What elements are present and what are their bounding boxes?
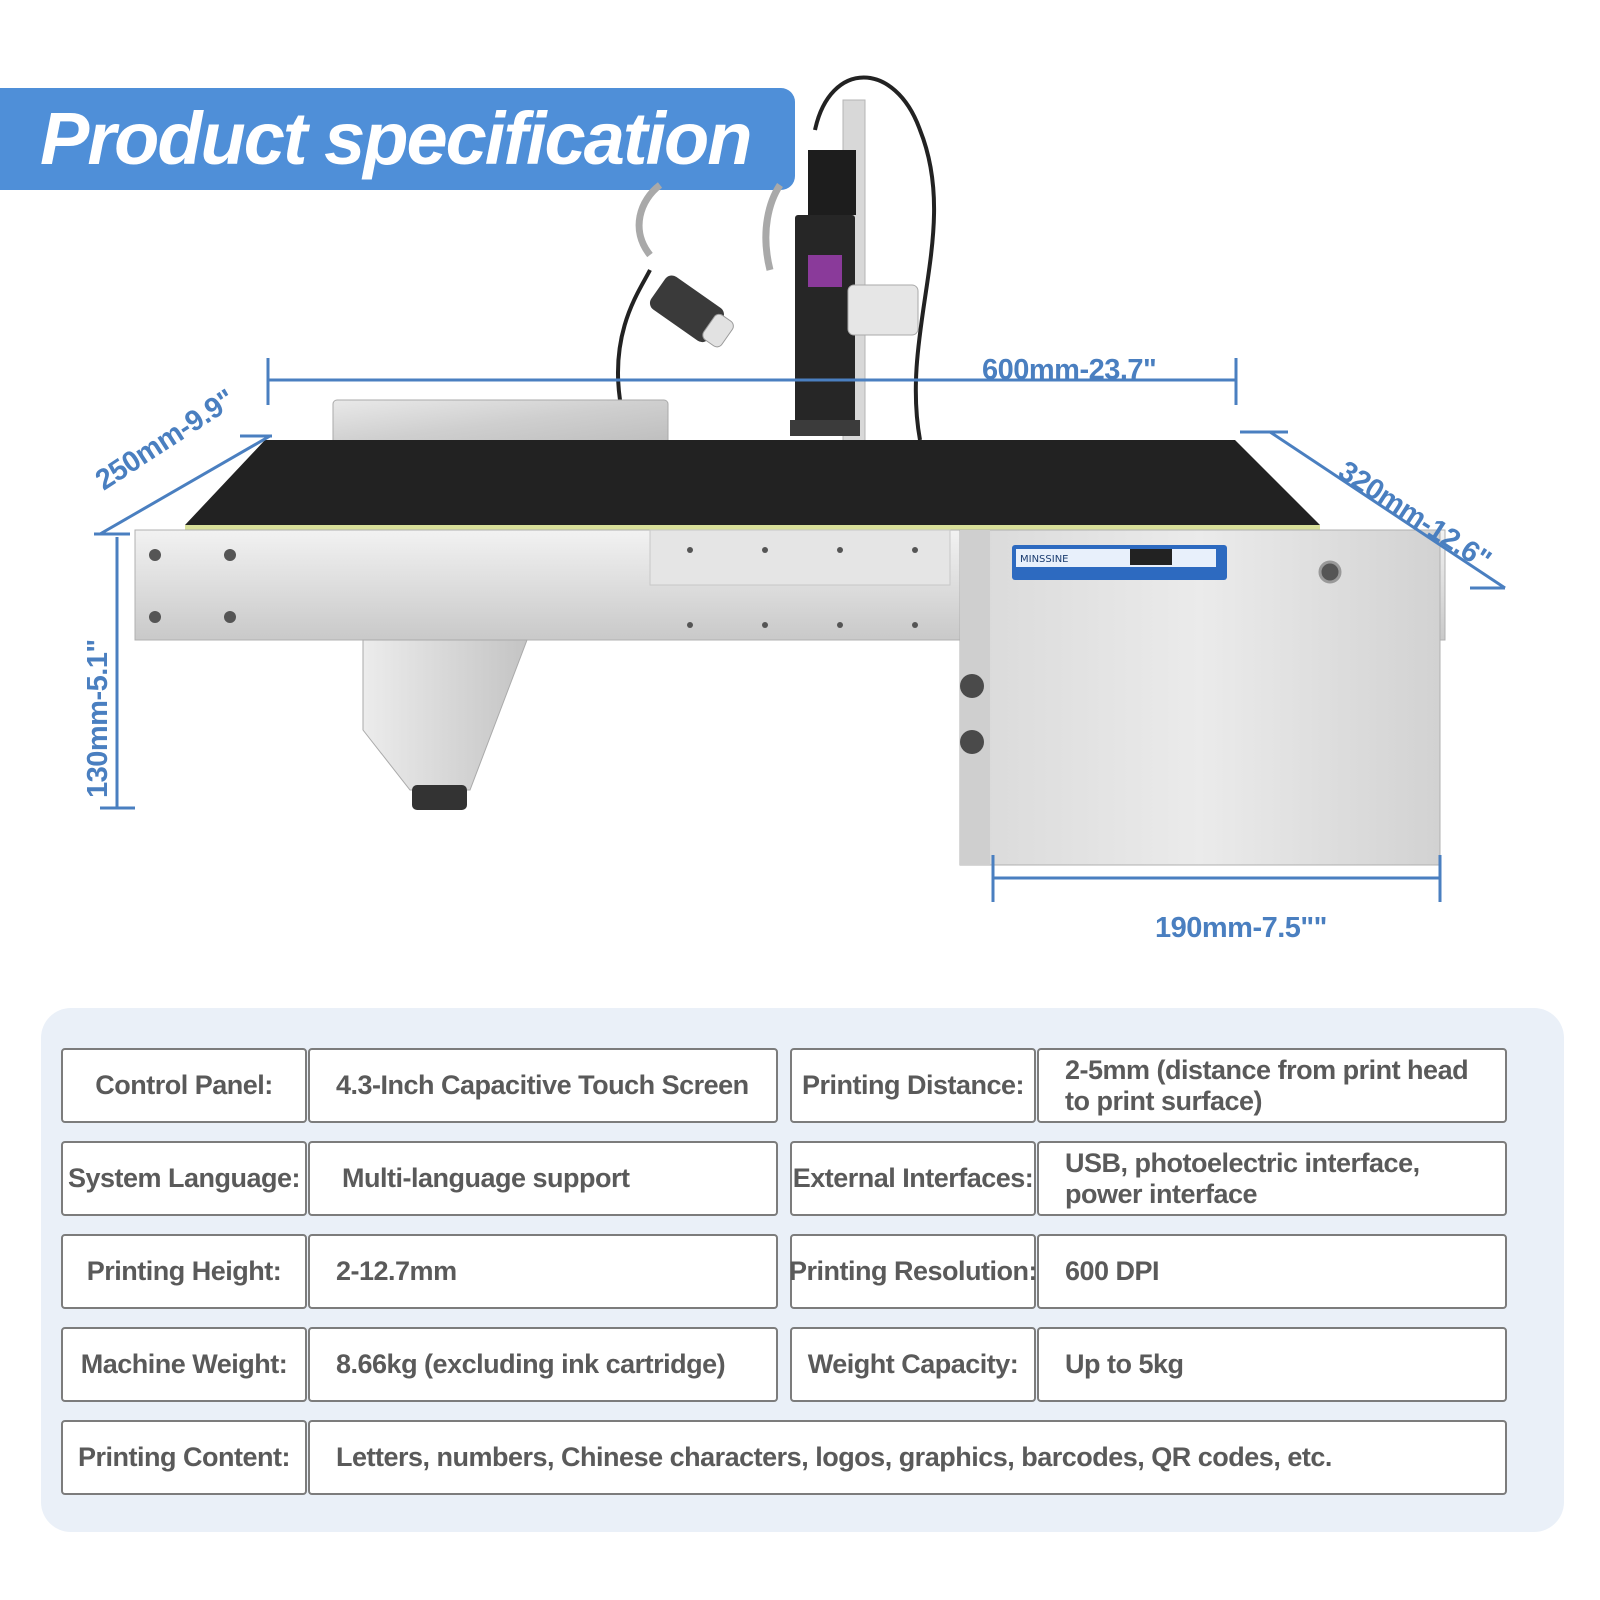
- spec-value: Up to 5kg: [1037, 1327, 1507, 1402]
- spec-value: Letters, numbers, Chinese characters, lo…: [308, 1420, 1507, 1495]
- dimension-height-label: 130mm-5.1": [82, 639, 114, 798]
- spec-label: Printing Height:: [61, 1234, 307, 1309]
- port-connector: [960, 674, 984, 698]
- spec-value: 600 DPI: [1037, 1234, 1507, 1309]
- spec-label: Machine Weight:: [61, 1327, 307, 1402]
- spec-value: Multi-language support: [308, 1141, 778, 1216]
- product-image: MINSSINE: [94, 75, 1506, 902]
- foot: [412, 785, 467, 810]
- support-leg: [362, 639, 528, 791]
- dim-line-depth: [1269, 430, 1506, 590]
- spec-label: Printing Distance:: [790, 1048, 1036, 1123]
- touch-screen: MINSSINE: [1012, 545, 1227, 580]
- print-head: [795, 215, 855, 425]
- spec-value: 2-12.7mm: [308, 1234, 778, 1309]
- dimension-length-label: 600mm-23.7": [982, 354, 1157, 386]
- spec-label: Weight Capacity:: [790, 1327, 1036, 1402]
- port-connector: [960, 730, 984, 754]
- control-box: [959, 529, 1441, 866]
- photo-sensor: [649, 275, 734, 348]
- back-guide: [332, 399, 669, 446]
- ink-cartridge: [808, 255, 842, 287]
- svg-text:MINSSINE: MINSSINE: [1020, 554, 1069, 565]
- cable: [813, 75, 937, 441]
- conveyor-belt: [185, 440, 1320, 525]
- gooseneck-arm: [762, 183, 783, 271]
- dimension-base-label: 190mm-7.5"": [1155, 912, 1327, 944]
- spec-label: Printing Resolution:: [789, 1234, 1038, 1309]
- title-banner: [0, 88, 795, 190]
- spec-value: 4.3-Inch Capacitive Touch Screen: [308, 1048, 778, 1123]
- power-button: [1318, 560, 1342, 584]
- cable: [616, 269, 652, 401]
- spec-value: USB, photoelectric interface, power inte…: [1037, 1141, 1507, 1216]
- print-head-cap: [808, 150, 856, 215]
- spec-label: Control Panel:: [61, 1048, 307, 1123]
- spec-label: Printing Content:: [61, 1420, 307, 1495]
- spec-label: System Language:: [61, 1141, 307, 1216]
- spec-value: 8.66kg (excluding ink cartridge): [308, 1327, 778, 1402]
- mount-clamp: [847, 284, 919, 336]
- spec-label: External Interfaces:: [790, 1141, 1036, 1216]
- spec-value: 2-5mm (distance from print head to print…: [1037, 1048, 1507, 1123]
- dim-line-width: [99, 434, 271, 536]
- page-title: Product specification: [40, 97, 752, 180]
- gooseneck-arm: [635, 182, 663, 258]
